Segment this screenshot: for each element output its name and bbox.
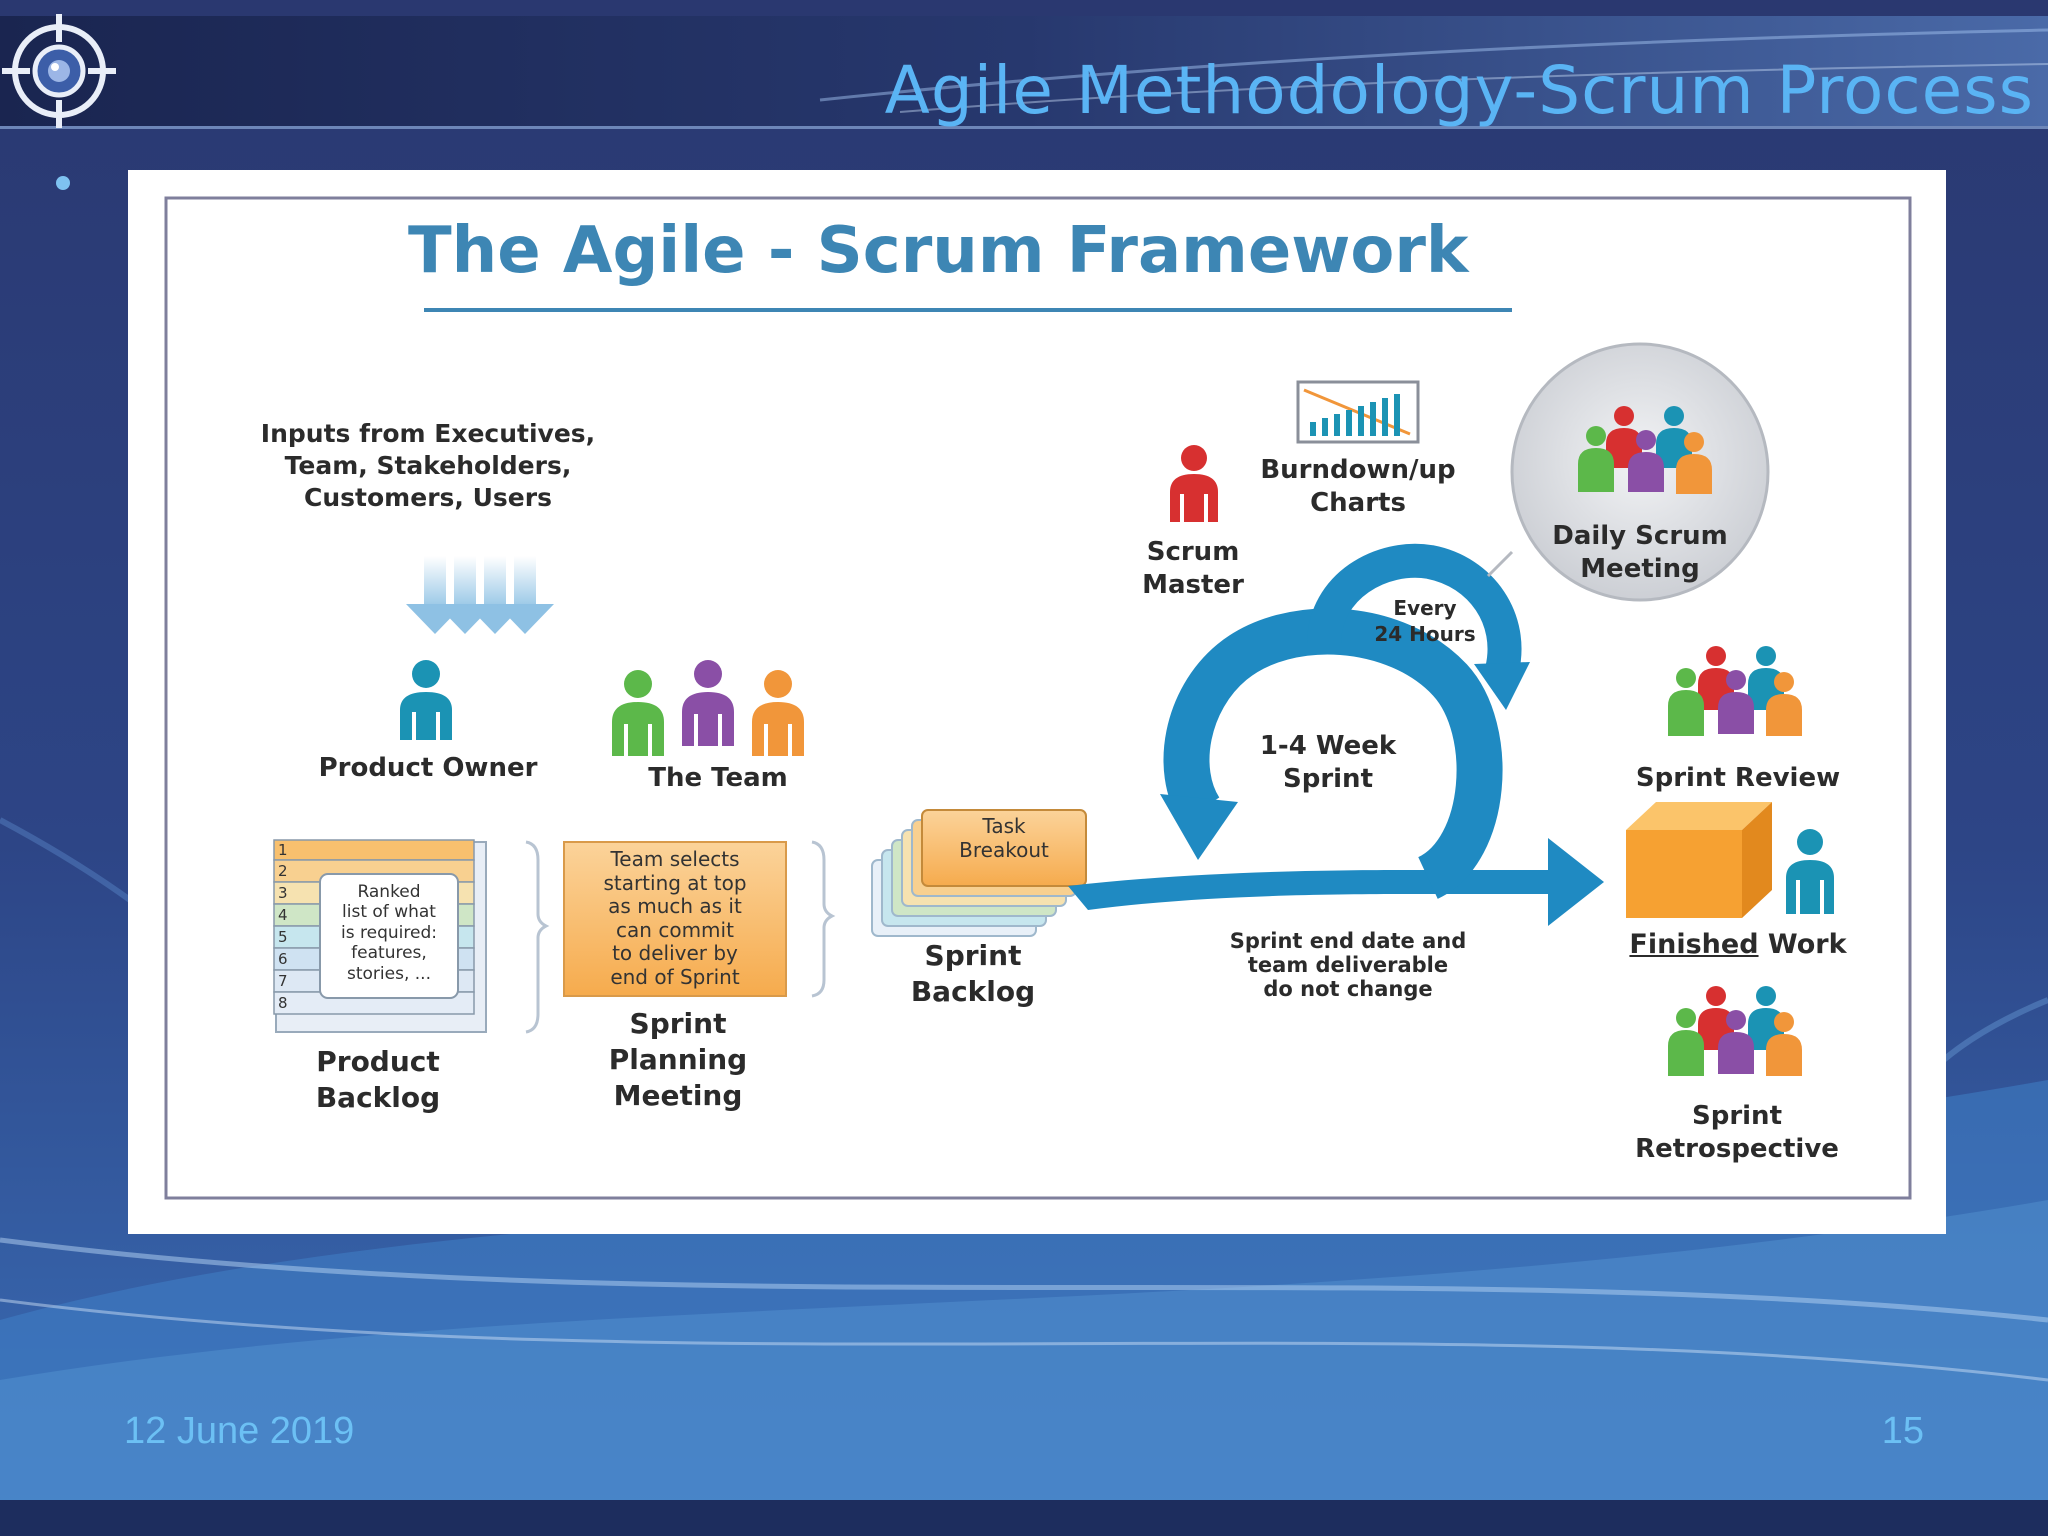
- finished-work-person-icon: [1786, 829, 1834, 914]
- finished-work-label: Finished Work: [1629, 929, 1847, 960]
- framework-title: The Agile - Scrum Framework: [408, 214, 1469, 288]
- inputs-arrows-icon: [406, 556, 554, 634]
- daily-scrum-team-icon: [1578, 406, 1712, 494]
- sprint-review-team-icon: [1668, 646, 1802, 736]
- footer-date: 12 June 2019: [124, 1410, 355, 1452]
- daily-scrum-label: Daily Scrum Meeting: [1552, 521, 1728, 585]
- sprint-planning-note: [563, 840, 836, 998]
- burndown-label: Burndown/up Charts: [1260, 455, 1456, 519]
- burndown-chart-icon: [1296, 380, 1420, 444]
- product-owner-icon: [400, 660, 452, 740]
- scrum-master-icon: [1170, 445, 1218, 522]
- sprint-backlog-cards-icon: [871, 809, 1087, 937]
- scrum-framework-diagram: The Agile - Scrum Framework Inputs from …: [128, 170, 1946, 1234]
- the-team-label: The Team: [648, 763, 788, 793]
- sprint-backlog-label: Sprint Backlog: [910, 939, 1036, 1008]
- scrum-master-label: Scrum Master: [1142, 537, 1244, 601]
- task-breakout-label: Task Breakout: [959, 814, 1049, 862]
- product-backlog-stack-icon: [273, 839, 550, 1034]
- sprint-retrospective-label: Sprint Retrospective: [1635, 1101, 1839, 1165]
- product-owner-label: Product Owner: [318, 753, 538, 783]
- finished-work-box-icon: [1626, 802, 1772, 918]
- page-number: 15: [1881, 1410, 1924, 1452]
- diagram-graphics: [164, 196, 1912, 1200]
- inputs-label: Inputs from Executives, Team, Stakeholde…: [260, 419, 596, 512]
- diagram-border: [164, 196, 1912, 1200]
- sprint-retrospective-team-icon: [1668, 986, 1802, 1076]
- every-24-hours-label: Every 24 Hours: [1374, 596, 1476, 646]
- sprint-flow-arrow: [1068, 543, 1604, 926]
- product-backlog-label: Product Backlog: [315, 1045, 441, 1114]
- bullet-point: [56, 176, 70, 190]
- sprint-review-label: Sprint Review: [1635, 763, 1841, 793]
- sprint-cycle-label: 1-4 Week Sprint: [1259, 731, 1397, 795]
- planning-note: Team selects starting at top as much as …: [603, 847, 747, 989]
- target-crosshair-icon: [2, 14, 116, 128]
- sprint-end-label: Sprint end date and team deliverable do …: [1229, 929, 1467, 1001]
- team-icon: [612, 660, 804, 756]
- backlog-note: Ranked list of what is required: feature…: [341, 882, 437, 984]
- backlog-numbers: 1 2 3 4 5 6 7 8: [278, 841, 288, 1012]
- slide-title: Agile Methodology-Scrum Process: [884, 52, 2034, 129]
- sprint-planning-label: Sprint Planning Meeting: [608, 1007, 748, 1112]
